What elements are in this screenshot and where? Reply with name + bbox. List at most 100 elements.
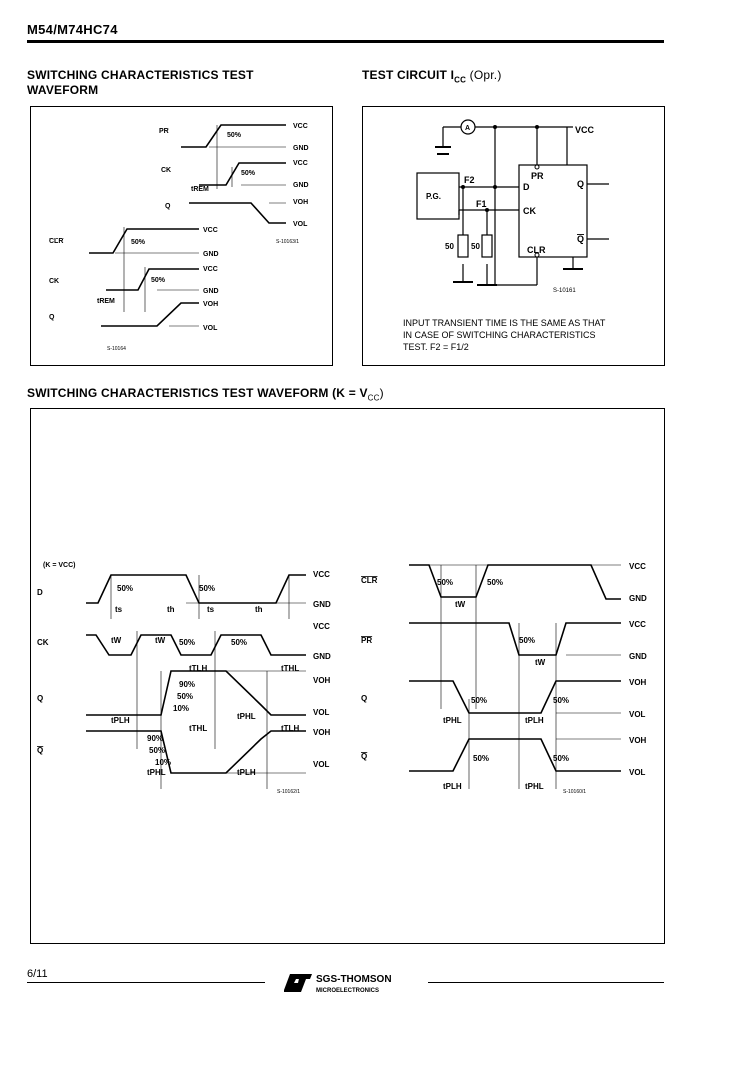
qbar-wave — [86, 730, 306, 774]
q-label-lower: Q — [49, 314, 55, 321]
circuit-note-line3: TEST. F2 = F1/2 — [403, 342, 469, 352]
f1-label: F1 — [476, 199, 487, 209]
tplh-label-2: tPLH — [237, 768, 256, 777]
vcc-label-3: VCC — [203, 227, 218, 234]
pct90-qbar: 90% — [147, 734, 163, 743]
header-rule — [27, 40, 664, 43]
ck-wave-lower — [106, 268, 199, 291]
q-wave — [86, 670, 306, 716]
waveform-title-line1: SWITCHING CHARACTERISTICS TEST — [27, 68, 254, 82]
resistor-2 — [481, 234, 493, 258]
footer-rule-left — [27, 982, 265, 983]
voh-label-1: VOH — [293, 199, 308, 206]
vcc-label-clr: VCC — [629, 562, 646, 571]
test-circuit-title: TEST CIRCUIT ICC (Opr.) — [362, 68, 502, 87]
ammeter-icon — [460, 119, 476, 135]
pct50-qbar: 50% — [149, 746, 165, 755]
waveform-panel-1: PR CK Q VCC GND VCC GND VOH VOL 50% 50% … — [30, 106, 333, 366]
vcc-label-ck: VCC — [313, 622, 330, 631]
vol-label-q-right: VOL — [629, 710, 646, 719]
pct10-qbar: 10% — [155, 758, 171, 767]
ck-label-upper: CK — [161, 167, 171, 174]
waveform2-title-tail: ) — [379, 386, 384, 400]
qbar-label: Q — [37, 746, 43, 755]
gnd-label-d: GND — [313, 600, 331, 609]
pct50-label-1: 50% — [227, 132, 242, 139]
ck-wave-upper — [199, 162, 286, 186]
tphl-label-1: tPHL — [237, 712, 256, 721]
th-label-2: th — [255, 605, 263, 614]
pct50-label-4: 50% — [151, 277, 166, 284]
clr-wave — [89, 228, 199, 254]
circuit-title-tail: (Opr.) — [466, 68, 502, 82]
q-label-right: Q — [361, 694, 367, 703]
vcc-label-1: VCC — [293, 123, 308, 130]
clr-label: CLR — [361, 576, 378, 585]
ts-label-2: ts — [207, 605, 215, 614]
figure-code-1: S-10163/1 — [276, 239, 299, 245]
voh-label-qbar: VOH — [313, 728, 331, 737]
vol-label-qbar-right: VOL — [629, 768, 646, 777]
pin-q-label: Q — [577, 179, 584, 189]
f2-label: F2 — [464, 175, 475, 185]
resistor-1-value: 50 — [445, 242, 454, 251]
qbar-label-right: Q — [361, 752, 367, 761]
ammeter-label: A — [465, 125, 470, 132]
tplh-label-right-1: tPLH — [525, 716, 544, 725]
pin-pr-label: PR — [531, 171, 544, 181]
footer-rule-right — [428, 982, 664, 983]
figure-code-left: S-10162/1 — [277, 789, 300, 795]
ck-label: CK — [37, 638, 49, 647]
pct50-ck-2: 50% — [231, 638, 247, 647]
clr-label: CLR — [49, 238, 63, 245]
trem-label-1: tREM — [191, 186, 209, 193]
tw-label-1: tW — [111, 636, 122, 645]
q-label-upper: Q — [165, 203, 171, 210]
pr-wave — [181, 124, 286, 148]
pr-label: PR — [159, 128, 169, 135]
pct50-d-1: 50% — [117, 584, 133, 593]
q-wave-upper — [189, 202, 286, 224]
vcc-label-pr: VCC — [629, 620, 646, 629]
gnd-label-3: GND — [203, 251, 219, 258]
waveform2-title-main: SWITCHING CHARACTERISTICS TEST WAVEFORM … — [27, 386, 368, 400]
vol-label-1: VOL — [293, 221, 308, 228]
pct50-d-2: 50% — [199, 584, 215, 593]
waveform-diagram-1: PR CK Q VCC GND VCC GND VOH VOL 50% 50% … — [49, 123, 309, 352]
vol-label-2: VOL — [203, 325, 218, 332]
ttlh-label-2: tTLH — [281, 724, 299, 733]
tw-label-clr: tW — [455, 600, 466, 609]
pct50-clr-2: 50% — [487, 578, 503, 587]
voh-label-2: VOH — [203, 301, 218, 308]
tthl-label-1: tTHL — [281, 664, 299, 673]
pct50-q: 50% — [177, 692, 193, 701]
pct50-pr: 50% — [519, 636, 535, 645]
circuit-note: INPUT TRANSIENT TIME IS THE SAME AS THAT… — [403, 317, 605, 353]
waveform-diagram-2: (K = VCC) D CK Q Q VCC GND VCC GND VOH V… — [37, 562, 647, 795]
gnd-label-pr: GND — [629, 652, 647, 661]
tw-label-pr: tW — [535, 658, 546, 667]
resistor-1 — [457, 234, 469, 258]
pin-ck-label: CK — [523, 206, 536, 216]
voh-label-q: VOH — [313, 676, 331, 685]
tphl-label-right-1: tPHL — [443, 716, 462, 725]
circuit-title-main: TEST CIRCUIT I — [362, 68, 455, 82]
k-label: (K = VCC) — [43, 562, 75, 569]
document-header-title: M54/M74HC74 — [27, 22, 118, 37]
vcc-label-2: VCC — [293, 160, 308, 167]
d-wave — [86, 574, 306, 604]
pct50-clr-1: 50% — [437, 578, 453, 587]
pct50-qbar-right-1: 50% — [473, 754, 489, 763]
pr-wave — [409, 622, 621, 656]
tplh-label-1: tPLH — [111, 716, 130, 725]
tthl-label-2: tTHL — [189, 724, 207, 733]
qbar-wave-right — [409, 738, 621, 772]
pct10-q: 10% — [173, 704, 189, 713]
pin-qbar-label: Q — [577, 234, 584, 244]
gnd-label-2: GND — [293, 182, 309, 189]
circuit-vcc-label: VCC — [575, 125, 595, 135]
brand-subname: MICROELECTRONICS — [316, 988, 379, 994]
vol-label-q: VOL — [313, 708, 330, 717]
pct50-label-3: 50% — [131, 239, 146, 246]
voh-label-q-right: VOH — [629, 678, 647, 687]
